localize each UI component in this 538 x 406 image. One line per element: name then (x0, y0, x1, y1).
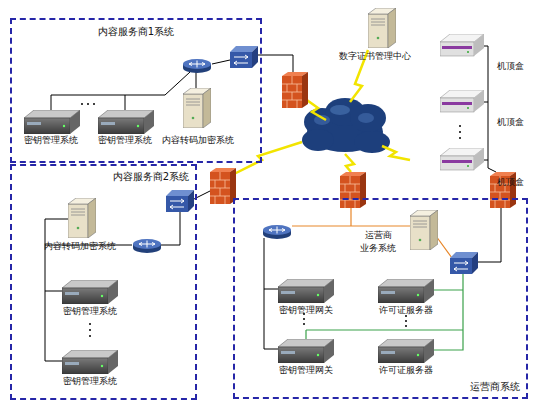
device-label: 内容转码加密系统 (30, 240, 130, 253)
router (183, 59, 211, 73)
firewall (282, 72, 308, 108)
device-node: 机顶盒 (490, 176, 530, 189)
device-node: 密钥管理系统 (18, 134, 84, 147)
system-group: 内容服务商1系统密钥管理系统密钥管理系统内容转码加密系统 (10, 18, 262, 163)
device-label: 密钥管理系统 (92, 134, 158, 147)
tower-server (368, 8, 396, 48)
group-title: 内容服务商1系统 (12, 25, 260, 39)
rack-server (278, 279, 334, 303)
switch (450, 252, 478, 274)
rack-server (378, 279, 434, 303)
cloud (302, 98, 390, 153)
device-node: 内容转码加密系统 (156, 134, 240, 147)
device-node: 数字证书管理中心 (325, 50, 425, 63)
ellipsis-dots (81, 103, 461, 337)
firewall (340, 172, 366, 208)
device-label: 许可证服务器 (374, 364, 438, 377)
device-node: 运营商 业务系统 (354, 229, 402, 257)
device-label: 内容转码加密系统 (156, 134, 240, 147)
system-group: 运营商系统运营商 业务系统密钥管理网关许可证服务器密钥管理网关许可证服务器 (233, 198, 528, 399)
device-label: 机顶盒 (490, 176, 530, 189)
device-label: 密钥管理网关 (274, 364, 338, 377)
device-label: 机顶盒 (490, 116, 530, 129)
device-label: 密钥管理网关 (274, 304, 338, 317)
device-label: 密钥管理系统 (18, 134, 84, 147)
system-group: 内容服务商2系统内容转码加密系统密钥管理系统密钥管理系统 (10, 164, 197, 400)
device-node: 机顶盒 (490, 60, 530, 73)
router (133, 239, 161, 253)
device-node: 密钥管理网关 (274, 364, 338, 377)
devices (24, 8, 516, 374)
wires (45, 46, 501, 361)
device-label: 密钥管理系统 (50, 375, 130, 388)
tower-server (68, 198, 96, 238)
switch (230, 46, 258, 68)
set-top-box (440, 148, 484, 170)
device-node: 密钥管理网关 (274, 304, 338, 317)
set-top-box (440, 90, 484, 112)
set-top-box (440, 34, 484, 56)
device-node: 机顶盒 (490, 116, 530, 129)
device-label: 运营商 业务系统 (354, 229, 402, 255)
device-label: 许可证服务器 (374, 304, 438, 317)
device-node: 密钥管理系统 (50, 305, 130, 318)
device-node: 许可证服务器 (374, 364, 438, 377)
group-title: 内容服务商2系统 (113, 170, 189, 184)
switch (166, 190, 194, 212)
device-label: 机顶盒 (490, 60, 530, 73)
device-node: 密钥管理系统 (50, 375, 130, 388)
orange-links (292, 206, 452, 258)
router (263, 225, 291, 239)
device-node: 内容转码加密系统 (30, 240, 130, 253)
tower-server (183, 88, 211, 128)
rack-server (98, 110, 154, 134)
rack-server (62, 280, 118, 304)
tower-server (410, 210, 438, 250)
device-label: 数字证书管理中心 (325, 50, 425, 63)
device-node: 密钥管理系统 (92, 134, 158, 147)
rack-server (278, 339, 334, 363)
device-label: 密钥管理系统 (50, 305, 130, 318)
rack-server (378, 339, 434, 363)
device-node: 许可证服务器 (374, 304, 438, 317)
rack-server (62, 350, 118, 374)
rack-server (24, 110, 80, 134)
group-title: 运营商系统 (470, 380, 520, 394)
